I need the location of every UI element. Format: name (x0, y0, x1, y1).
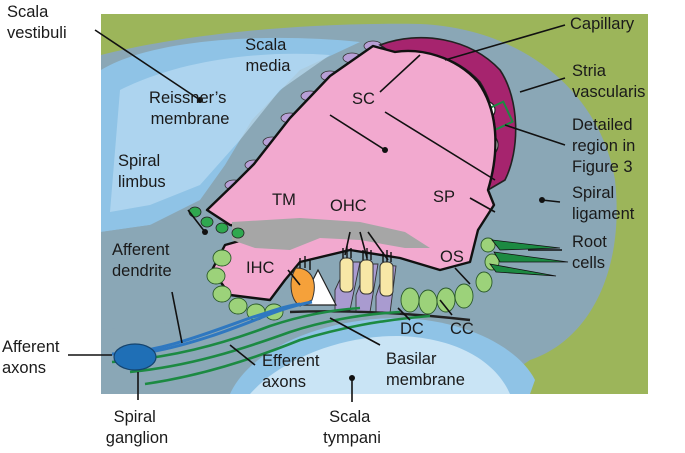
label-dc: DC (400, 320, 424, 338)
label-afferent-axons: Afferent axons (2, 338, 64, 377)
outer-hair-cells (339, 257, 394, 297)
label-cc: CC (450, 320, 474, 338)
label-stria-vascularis: Stria vascularis (572, 62, 645, 101)
leader-lines (68, 24, 566, 402)
tectorial-membrane (232, 218, 430, 250)
label-ohc: OHC (330, 197, 367, 215)
basilar-membrane (289, 310, 471, 322)
ohc-stereocilia (342, 246, 392, 262)
label-os: OS (440, 248, 464, 266)
label-tm: TM (272, 191, 296, 209)
spiral-ganglion (113, 343, 157, 371)
efferent-fibres (111, 306, 431, 386)
label-root-cells: Root cells (572, 233, 611, 272)
root-cells (489, 239, 569, 277)
scala-tympani-highlight (250, 335, 510, 394)
spiral-limbus-cells (188, 206, 245, 239)
label-reissners-membrane: Reissner’s membrane (149, 89, 231, 128)
label-sc: SC (352, 90, 375, 108)
label-afferent-dendrite: Afferent dendrite (112, 241, 174, 280)
label-efferent-axons: Efferent axons (262, 352, 324, 391)
scala-vestibuli-highlight (110, 53, 330, 212)
label-ihc: IHC (246, 259, 275, 277)
label-capillary: Capillary (570, 15, 635, 33)
label-scala-tympani: Scala tympani (323, 408, 381, 447)
label-scala-media: Scala media (245, 36, 291, 75)
label-basilar-membrane: Basilar membrane (386, 350, 465, 389)
label-spiral-limbus: Spiral limbus (118, 152, 166, 191)
ihc-stereocilia (299, 256, 311, 270)
label-sp: SP (433, 188, 455, 206)
label-detailed-region: Detailed region in Figure 3 (572, 116, 640, 176)
label-spiral-ligament: Spiral ligament (572, 184, 635, 223)
support-cells-lower (206, 237, 500, 321)
label-spiral-ganglion: Spiral ganglion (106, 408, 168, 447)
label-scala-vestibuli: Scala vestibuli (7, 3, 67, 42)
